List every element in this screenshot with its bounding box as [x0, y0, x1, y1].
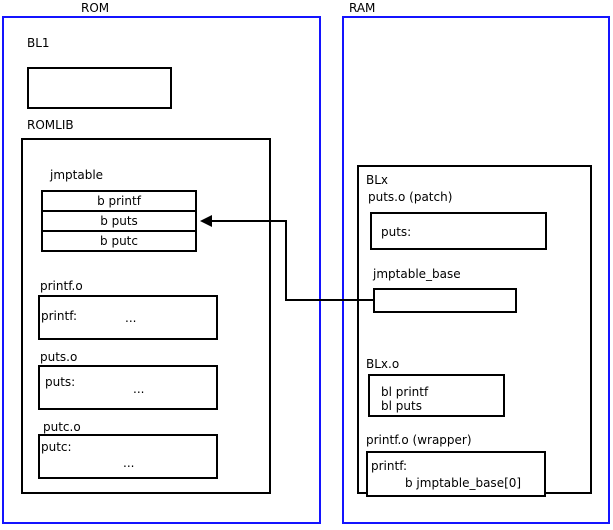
bl1-label: BL1: [27, 36, 50, 50]
puts-o-patch-symbol: puts:: [381, 225, 412, 239]
printf-o-box: [38, 295, 218, 340]
putc-o-label: putc.o: [43, 420, 81, 434]
puts-o-body: ...: [133, 382, 145, 396]
jmptable-row-b-putc: b putc: [41, 230, 197, 252]
printf-o-wrapper-box: [366, 451, 546, 497]
printf-o-wrapper-branch: b jmptable_base[0]: [405, 476, 522, 490]
bl1-box: [27, 67, 172, 109]
printf-o-wrapper-symbol: printf:: [371, 459, 408, 473]
putc-o-body: ...: [123, 456, 135, 470]
connector-segment-upper-horizontal: [212, 220, 287, 222]
printf-o-label: printf.o: [40, 279, 83, 293]
puts-o-label: puts.o: [40, 350, 78, 364]
jmptable-base-box: [373, 288, 517, 313]
putc-o-box: [38, 434, 218, 479]
connector-arrowhead-icon: [200, 215, 212, 227]
printf-o-body: ...: [125, 311, 137, 325]
ram-region-title: RAM: [349, 1, 376, 15]
printf-o-wrapper-label: printf.o (wrapper): [366, 433, 472, 447]
jmptable-label: jmptable: [50, 168, 104, 182]
puts-o-box: [38, 365, 218, 410]
connector-segment-lower-horizontal: [285, 299, 375, 301]
rom-region-title: ROM: [81, 1, 110, 15]
putc-o-symbol: putc:: [41, 440, 72, 454]
romlib-label: ROMLIB: [27, 118, 74, 132]
rom-region: [2, 16, 321, 524]
jmptable-row-b-puts: b puts: [41, 210, 197, 232]
printf-o-symbol: printf:: [41, 309, 78, 323]
blx-o-line-bl-printf: bl printf: [381, 385, 429, 399]
blx-o-line-bl-puts: bl puts: [381, 399, 422, 413]
puts-o-symbol: puts:: [45, 375, 76, 389]
blx-o-label: BLx.o: [366, 357, 400, 371]
jmptable-row-b-printf: b printf: [41, 190, 197, 212]
blx-label: BLx: [366, 173, 389, 187]
blx-o-box: [368, 374, 505, 417]
puts-o-patch-box: [370, 212, 547, 250]
ram-region: [342, 16, 610, 524]
jmptable-base-label: jmptable_base: [373, 267, 461, 281]
puts-o-patch-label: puts.o (patch): [368, 190, 453, 204]
connector-segment-vertical: [285, 220, 287, 301]
